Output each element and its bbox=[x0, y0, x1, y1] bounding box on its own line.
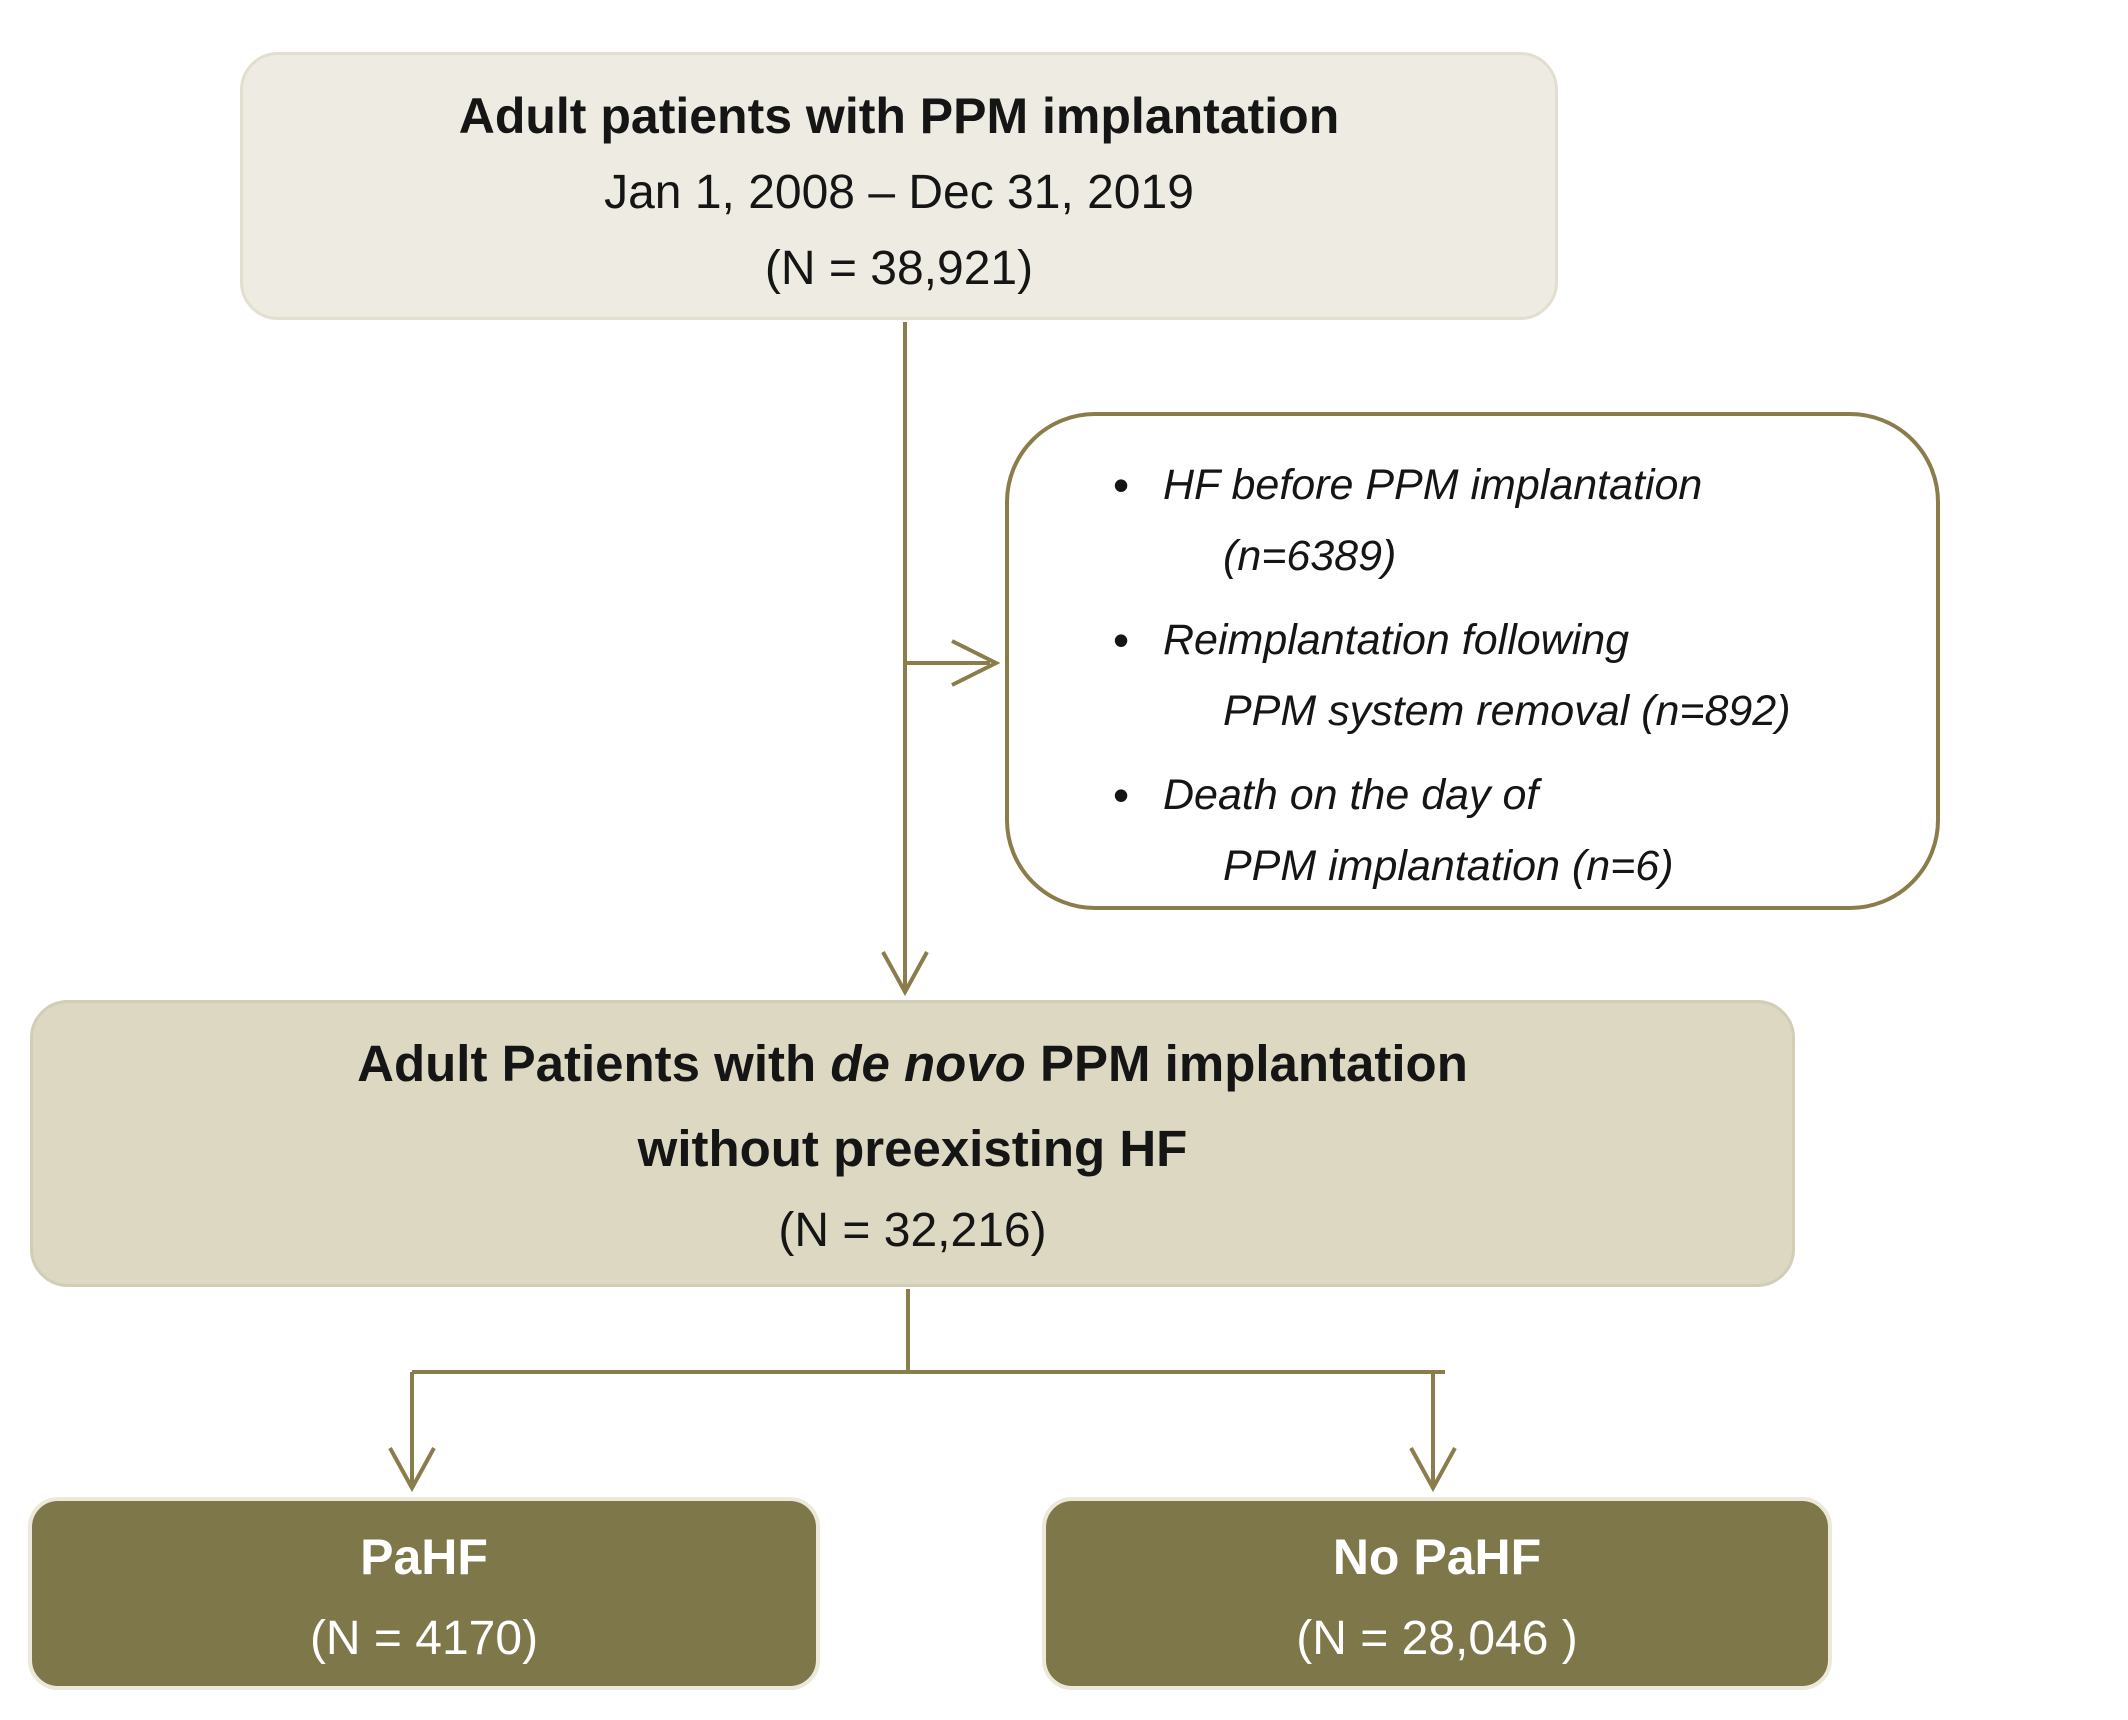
box-pahf-count: (N = 4170) bbox=[309, 1612, 539, 1665]
exclusion-line: (n=6389) bbox=[1223, 532, 1397, 580]
bullet-icon: • bbox=[1112, 769, 1130, 821]
title-emphasis: de novo bbox=[830, 1035, 1026, 1092]
exclusion-line: PPM system removal (n=892) bbox=[1223, 687, 1791, 735]
box-no-pahf: No PaHF (N = 28,046 ) bbox=[1042, 1497, 1832, 1690]
exclusion-line: HF before PPM implantation bbox=[1163, 461, 1703, 509]
box-de-novo-patients: Adult Patients with de novo PPM implanta… bbox=[30, 1000, 1795, 1287]
box-pahf-title: PaHF bbox=[360, 1529, 488, 1585]
box-exclusions: • HF before PPM implantation (n=6389) • … bbox=[1005, 412, 1940, 910]
arrowhead-down-icon bbox=[1409, 1447, 1457, 1493]
box-pahf: PaHF (N = 4170) bbox=[28, 1497, 820, 1690]
box-de-novo-title: Adult Patients with de novo PPM implanta… bbox=[33, 1021, 1792, 1106]
box-all-ppm-title: Adult patients with PPM implantation bbox=[458, 88, 1340, 144]
exclusion-line: Death on the day of bbox=[1163, 771, 1539, 819]
exclusion-item-text: HF before PPM implantation (n=6389) bbox=[1163, 450, 1916, 592]
arrowhead-right-icon bbox=[951, 639, 1001, 687]
bullet-icon: • bbox=[1112, 459, 1130, 511]
box-no-pahf-title: No PaHF bbox=[1332, 1529, 1542, 1585]
exclusion-list: • HF before PPM implantation (n=6389) • … bbox=[1079, 450, 1916, 902]
box-all-ppm-patients: Adult patients with PPM implantation Jan… bbox=[240, 52, 1558, 320]
box-all-ppm-count: (N = 38,921) bbox=[764, 242, 1034, 295]
exclusion-line: Reimplantation following bbox=[1163, 616, 1630, 664]
box-de-novo-subtitle: without preexisting HF bbox=[637, 1120, 1188, 1177]
box-no-pahf-count: (N = 28,046 ) bbox=[1296, 1612, 1578, 1665]
arrowhead-down-icon bbox=[388, 1447, 436, 1493]
exclusion-item-text: Reimplantation following PPM system remo… bbox=[1163, 605, 1916, 747]
bullet-icon: • bbox=[1112, 614, 1130, 666]
exclusion-item-text: Death on the day of PPM implantation (n=… bbox=[1163, 760, 1916, 902]
list-item: • HF before PPM implantation (n=6389) bbox=[1079, 450, 1916, 592]
list-item: • Reimplantation following PPM system re… bbox=[1079, 605, 1916, 747]
exclusion-line: PPM implantation (n=6) bbox=[1223, 842, 1674, 890]
title-suffix: PPM implantation bbox=[1025, 1035, 1468, 1092]
list-item: • Death on the day of PPM implantation (… bbox=[1079, 760, 1916, 902]
box-de-novo-count: (N = 32,216) bbox=[778, 1204, 1047, 1257]
box-all-ppm-daterange: Jan 1, 2008 – Dec 31, 2019 bbox=[604, 166, 1194, 219]
arrowhead-down-icon bbox=[881, 951, 929, 997]
title-prefix: Adult Patients with bbox=[357, 1035, 831, 1092]
